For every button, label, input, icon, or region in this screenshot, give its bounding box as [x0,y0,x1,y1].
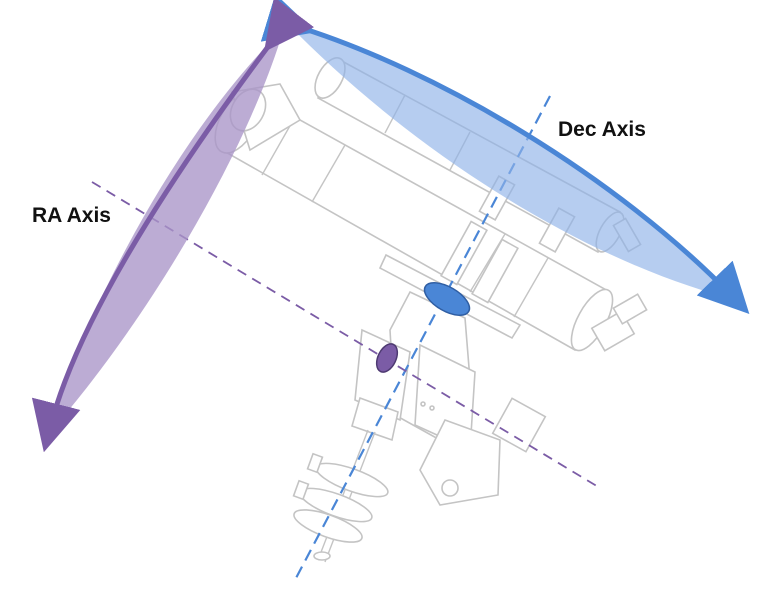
dec-axis-marker [423,281,471,317]
ra-rotation-arrow [31,0,315,453]
ra-axis-marker [375,343,399,373]
ra-rotation-curve [31,0,315,453]
ra-rotation-fill [50,28,284,432]
dec-rotation-curve [260,0,750,314]
ra-axis-label: RA Axis [32,204,111,227]
dec-axis-label: Dec Axis [558,118,646,141]
dec-rotation-arrow [260,0,750,314]
mount-head [351,290,547,506]
dec-axis-line [294,95,551,581]
counterweight-assembly [292,429,389,563]
ra-axis-line [91,181,601,489]
